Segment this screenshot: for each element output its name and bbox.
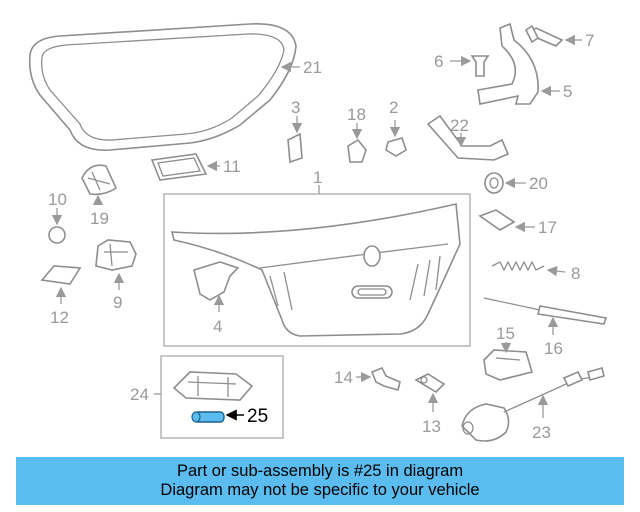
part-16-gas-strut[interactable]: [483, 297, 608, 325]
callout-5: 5: [563, 82, 572, 101]
part-15-housing[interactable]: [483, 349, 534, 381]
banner-line-1: Part or sub-assembly is #25 in diagram: [176, 462, 464, 480]
callout-11: 11: [223, 157, 241, 176]
part-18-grommet[interactable]: [347, 138, 367, 163]
callout-20: 20: [529, 174, 548, 193]
callout-7: 7: [585, 31, 594, 50]
part-25-bulb[interactable]: [191, 411, 225, 423]
part-17-pad[interactable]: [478, 209, 516, 231]
part-6-bolt[interactable]: [470, 55, 490, 77]
part-23-camera-assembly[interactable]: [461, 367, 605, 442]
callout-21: 21: [303, 58, 322, 77]
part-7-screw[interactable]: [524, 24, 564, 47]
part-13-bracket[interactable]: [414, 373, 446, 394]
part-12-cover[interactable]: [40, 265, 82, 285]
part-24-license-lamp[interactable]: [172, 371, 254, 401]
callout-9: 9: [113, 293, 122, 312]
callout-3: 3: [291, 98, 300, 117]
part-2-bumper[interactable]: [385, 137, 407, 157]
callout-25: 25: [247, 406, 268, 427]
callout-2: 2: [389, 98, 398, 117]
callout-15: 15: [496, 324, 515, 343]
part-10-grommet[interactable]: [48, 226, 66, 244]
callout-4: 4: [213, 317, 222, 336]
callout-10: 10: [48, 190, 67, 209]
part-1-box: [163, 193, 471, 347]
part-3-clip[interactable]: [287, 132, 303, 164]
callout-6: 6: [434, 52, 443, 71]
part-9-bracket[interactable]: [95, 239, 137, 271]
part-5-hinge[interactable]: [477, 22, 539, 105]
parts-diagram: 21 19 11 3 18 2 6 7 5: [28, 22, 608, 442]
banner-line-2: Diagram may not be specific to your vehi…: [160, 481, 480, 499]
callout-19: 19: [90, 209, 109, 228]
part-22-bracket[interactable]: [426, 114, 510, 161]
part-24-box: [160, 355, 284, 439]
callout-13: 13: [422, 417, 441, 436]
callout-22: 22: [450, 116, 469, 135]
part-4-latch-cover[interactable]: [193, 261, 240, 301]
callout-16: 16: [544, 339, 563, 358]
part-1-trunk-lid[interactable]: [170, 203, 461, 337]
callout-18: 18: [347, 105, 366, 124]
callout-23: 23: [532, 423, 551, 442]
info-banner: Part or sub-assembly is #25 in diagram D…: [16, 457, 624, 505]
callout-1: 1: [313, 168, 322, 187]
part-8-spring[interactable]: [491, 260, 545, 272]
callout-17: 17: [538, 218, 557, 237]
callout-24: 24: [130, 385, 149, 404]
callout-8: 8: [571, 264, 580, 283]
part-21-weatherstrip[interactable]: [28, 23, 297, 151]
part-14-bolt[interactable]: [370, 366, 401, 391]
callout-14: 14: [334, 368, 353, 387]
part-19-bumper-piece[interactable]: [81, 164, 118, 196]
part-20-grommet[interactable]: [484, 172, 504, 194]
callout-12: 12: [50, 308, 69, 327]
part-11-plate[interactable]: [150, 153, 208, 181]
